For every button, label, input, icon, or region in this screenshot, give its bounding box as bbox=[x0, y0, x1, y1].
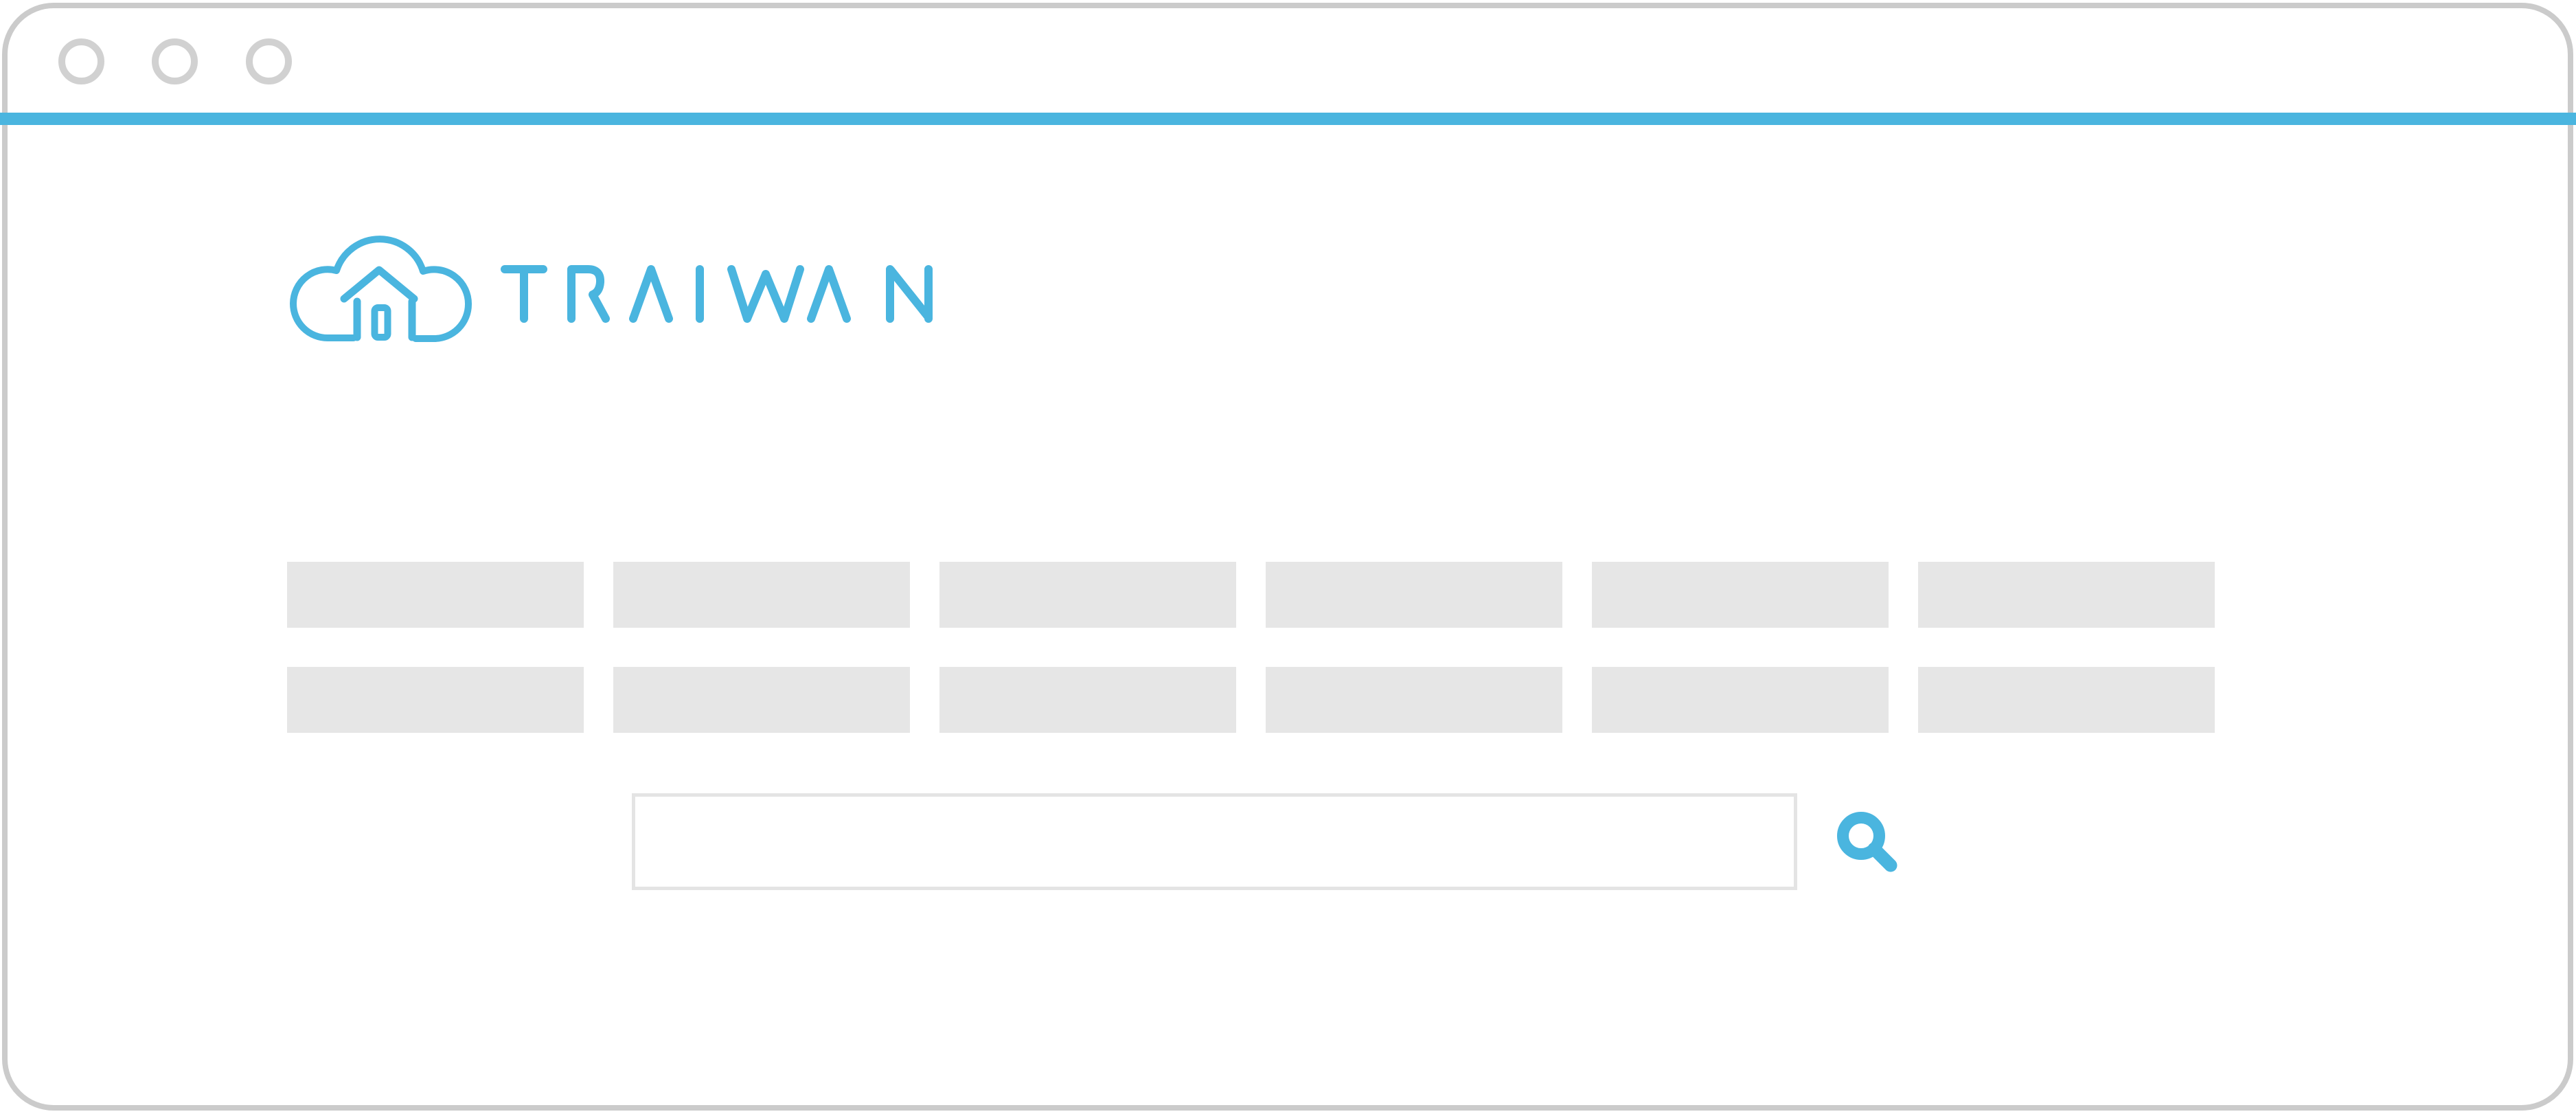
browser-window bbox=[2, 3, 2573, 1111]
search-icon bbox=[1837, 812, 1897, 872]
nav-placeholder-block bbox=[287, 667, 584, 733]
nav-placeholder-block bbox=[613, 667, 910, 733]
window-control-dot[interactable] bbox=[58, 38, 104, 84]
nav-placeholder-block bbox=[939, 667, 1236, 733]
cloud-house-icon bbox=[290, 236, 472, 342]
nav-placeholder-block bbox=[1592, 667, 1889, 733]
nav-placeholder-block bbox=[939, 562, 1236, 628]
brand-logo[interactable]: TRAIWAN bbox=[288, 223, 941, 354]
search-button[interactable] bbox=[1835, 810, 1898, 874]
window-control-dot[interactable] bbox=[246, 38, 292, 84]
search-input[interactable] bbox=[632, 793, 1797, 890]
nav-placeholder-block bbox=[1918, 667, 2215, 733]
nav-placeholder-block bbox=[1266, 667, 1562, 733]
nav-placeholder-block bbox=[1592, 562, 1889, 628]
nav-placeholder-block bbox=[613, 562, 910, 628]
window-control-dot[interactable] bbox=[152, 38, 198, 84]
nav-placeholder-block bbox=[1266, 562, 1562, 628]
nav-placeholder-block bbox=[1918, 562, 2215, 628]
brand-wordmark bbox=[501, 265, 933, 323]
nav-placeholder-block bbox=[287, 562, 584, 628]
window-controls bbox=[0, 0, 323, 110]
accent-bar bbox=[0, 113, 2576, 125]
